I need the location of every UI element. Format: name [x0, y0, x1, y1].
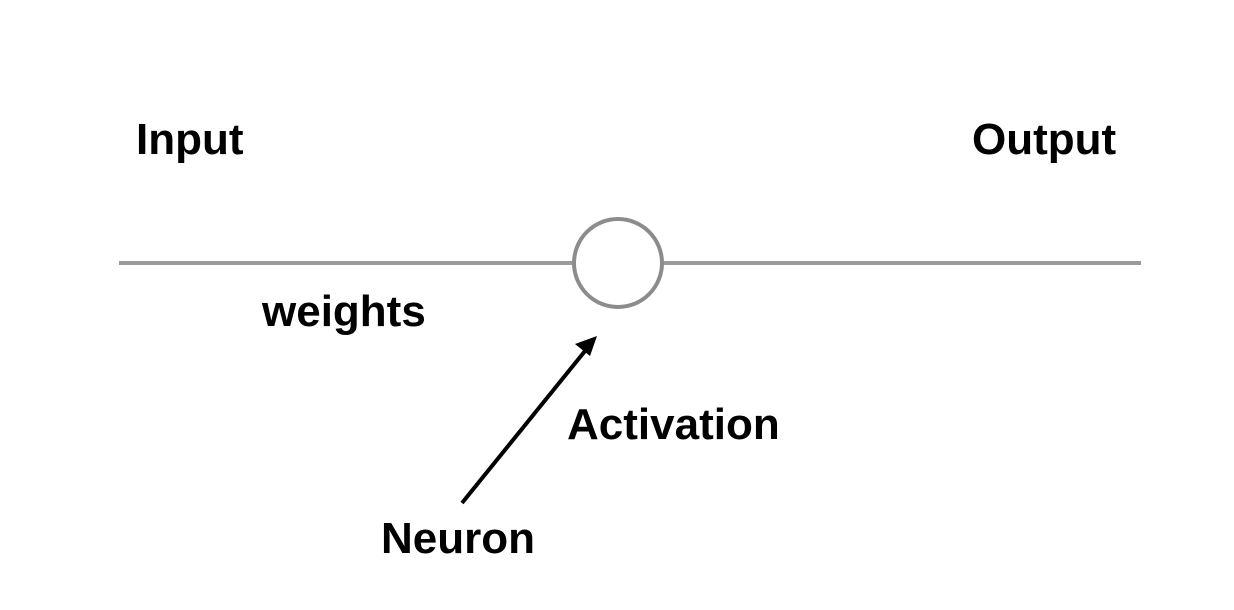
activation-label: Activation [567, 400, 780, 449]
neuron-node [572, 217, 664, 309]
weights-label: weights [262, 287, 426, 336]
neuron-label: Neuron [381, 514, 535, 563]
neuron-pointer-arrow [460, 349, 587, 505]
output-label: Output [972, 115, 1117, 164]
arrowhead-icon [575, 336, 597, 356]
input-label: Input [136, 115, 244, 164]
